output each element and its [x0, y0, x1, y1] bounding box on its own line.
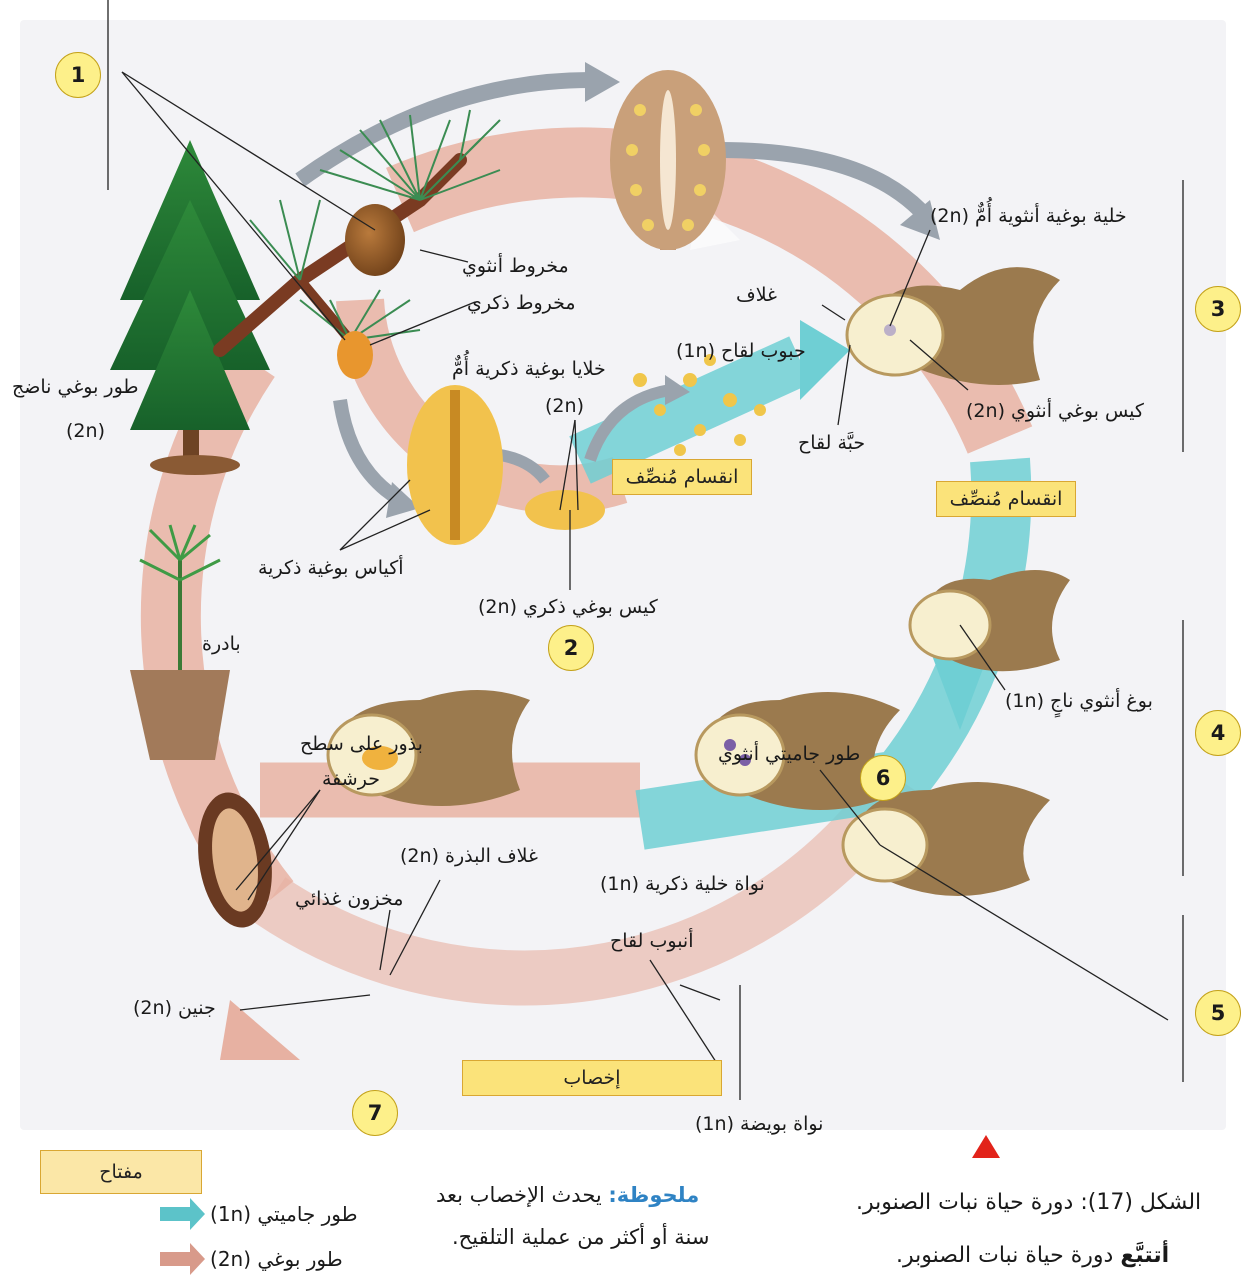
stage-number-3: 3: [1195, 286, 1241, 332]
label-sperm-nucleus: نواة خلية ذكرية (1n): [600, 873, 765, 897]
note-line-1: ملحوظة: يحدث الإخصاب بعد: [436, 1183, 699, 1207]
figure-marker-icon: [972, 1135, 1000, 1158]
male-cone-shape: [337, 331, 373, 379]
key-sporophyte-arrow: [160, 1243, 205, 1275]
instruction-rest: دورة حياة نبات الصنوبر.: [896, 1243, 1113, 1268]
label-female-cone: مخروط أنثوي: [462, 255, 569, 279]
figure-caption: الشكل (17): دورة حياة نبات الصنوبر.: [856, 1190, 1201, 1215]
key-gametophyte-label: طور جاميتي (1n): [210, 1202, 358, 1227]
stage-number-6: 6: [860, 755, 906, 801]
key-title: مفتاح: [40, 1150, 202, 1194]
label-integument: غلاف: [736, 284, 777, 308]
label-food-supply: مخزون غذائي: [295, 888, 403, 912]
label-fertilization: إخصاب: [462, 1060, 722, 1096]
female-cone-shape: [345, 204, 405, 276]
figure-instruction: أتتبَّع دورة حياة نبات الصنوبر.: [896, 1243, 1169, 1268]
stage-number-7: 7: [352, 1090, 398, 1136]
label-seed-coat: غلاف البذرة (2n): [400, 845, 538, 869]
label-egg-nucleus: نواة بويضة (1n): [695, 1113, 823, 1137]
label-microsporocytes-ploidy: (2n): [545, 395, 584, 419]
label-pollen-grains: حبوب لقاح (1n): [676, 340, 806, 364]
label-microsporocytes: خلايا بوغية ذكرية أُمٌّ: [452, 358, 606, 382]
label-male-cone: مخروط ذكري: [467, 292, 576, 316]
label-microsporangium: كيس بوغي ذكري (2n): [478, 596, 658, 620]
label-mature-sporophyte: طور بوغي ناضج: [12, 376, 139, 400]
key-sporophyte-label: طور بوغي (2n): [210, 1247, 343, 1272]
label-microsporangia: أكياس بوغية ذكرية: [258, 557, 404, 581]
label-megasporangium: كيس بوغي أنثوي (2n): [966, 400, 1144, 424]
note-line-2: سنة أو أكثر من عملية التلقيح.: [452, 1225, 709, 1249]
label-surviving-megaspore: بوغ أنثوي ناجٍ (1n): [1005, 690, 1153, 714]
label-seedling: بادرة: [202, 633, 241, 657]
instruction-bold: أتتبَّع: [1120, 1243, 1169, 1268]
note-text-1: يحدث الإخصاب بعد: [436, 1183, 602, 1207]
note-head: ملحوظة:: [608, 1183, 699, 1207]
label-meiosis-male: انقسام مُنصِّف: [612, 459, 752, 495]
stage-number-2: 2: [548, 625, 594, 671]
stage-number-1: 1: [55, 52, 101, 98]
label-female-gametophyte: طور جاميتي أنثوي: [718, 743, 860, 767]
stage-number-5: 5: [1195, 990, 1241, 1036]
label-seeds-on-scale-1: بذور على سطح: [300, 733, 423, 757]
label-seeds-on-scale-2: حرشفة: [322, 768, 380, 792]
label-embryo: جنين (2n): [133, 997, 216, 1021]
stage-number-4: 4: [1195, 710, 1241, 756]
open-female-cone: [610, 70, 726, 250]
label-megasporocyte: خلية بوغية أنثوية أُمٌّ (2n): [930, 205, 1127, 229]
label-mature-sporophyte-ploidy: (2n): [66, 420, 105, 444]
key-gametophyte-arrow: [160, 1198, 205, 1230]
label-pollen-grain: حبَّة لقاح: [798, 432, 865, 456]
label-pollen-tube: أنبوب لقاح: [610, 930, 694, 954]
label-meiosis-female: انقسام مُنصِّف: [936, 481, 1076, 517]
